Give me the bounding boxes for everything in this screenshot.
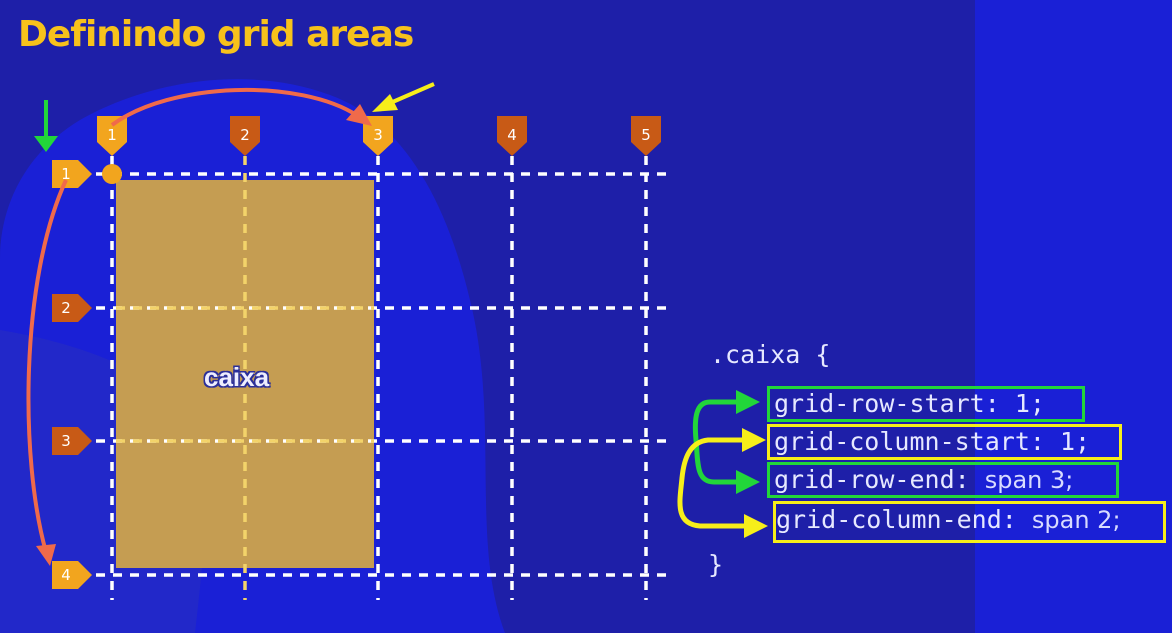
green-connector [692,399,738,485]
code-line-column-start: grid-column-start: 1; [774,429,1090,454]
code-value: span 3; [984,466,1074,494]
column-line-marker: 3 [363,116,393,156]
column-marker-shape [631,116,661,156]
row-line-marker: 4 [52,561,92,589]
column-marker-label: 1 [107,126,117,144]
yellow-arrowhead-column-end [744,514,768,538]
column-marker-label: 5 [641,126,651,144]
yellow-connector [677,437,744,529]
column-line-marker: 5 [631,116,661,156]
code-value: span 2; [1031,506,1121,534]
origin-dot [102,164,122,184]
column-line-marker: 4 [497,116,527,156]
column-span-arc [110,87,360,127]
row-marker-shape [52,294,92,322]
column-marker-shape [97,116,127,156]
caixa-item-label: caixa [204,362,270,392]
column-marker-label: 4 [507,126,517,144]
row-line-marker: 3 [52,427,92,455]
green-arrowhead-row-end [736,470,760,494]
yellow-arrowhead-column-start [742,428,766,452]
yellow-pointer-arrow [387,82,435,106]
page-title: Definindo grid areas [18,14,414,55]
code-line-column-end: grid-column-end: span 2; [776,507,1121,532]
yellow-pointer-arrowhead [372,94,398,112]
row-span-arrowhead [36,544,56,566]
green-down-arrowhead [34,136,58,152]
row-marker-label: 3 [61,432,71,450]
row-marker-label: 2 [61,299,71,317]
row-end-highlight [767,462,1119,498]
column-marker-label: 3 [373,126,383,144]
column-marker-label: 2 [240,126,250,144]
row-line-marker: 2 [52,294,92,322]
code-line-row-end: grid-row-end: span 3; [774,467,1073,492]
code-value: 1; [1014,389,1045,418]
row-marker-label: 1 [61,165,71,183]
code-selector: .caixa { [710,340,831,369]
row-marker-shape [52,427,92,455]
row-marker-label: 4 [61,566,71,584]
row-marker-shape [52,561,92,589]
code-value: 1; [1060,427,1091,456]
column-end-highlight [773,501,1166,543]
column-marker-shape [230,116,260,156]
row-line-marker: 1 [52,160,92,188]
row-marker-shape [52,160,92,188]
background-blob [0,0,975,633]
row-start-highlight [767,386,1085,422]
code-prop: grid-row-start: [774,389,1000,418]
green-arrowhead-row-start [736,390,760,414]
column-line-markers: 1 2 3 4 5 [97,116,661,156]
code-prop: grid-row-end: [774,465,970,494]
column-marker-shape [363,116,393,156]
grid-lines [96,156,668,600]
code-line-row-start: grid-row-start: 1; [774,391,1045,416]
column-start-highlight [767,424,1122,460]
column-marker-shape [497,116,527,156]
code-prop: grid-column-start: [774,427,1045,456]
column-span-arrowhead [346,104,372,126]
column-line-marker: 1 [97,116,127,156]
row-span-arc [26,179,68,553]
column-line-marker: 2 [230,116,260,156]
code-closing-brace: } [708,550,724,579]
row-line-markers: 1 2 3 4 [52,160,92,589]
code-prop: grid-column-end: [776,505,1017,534]
